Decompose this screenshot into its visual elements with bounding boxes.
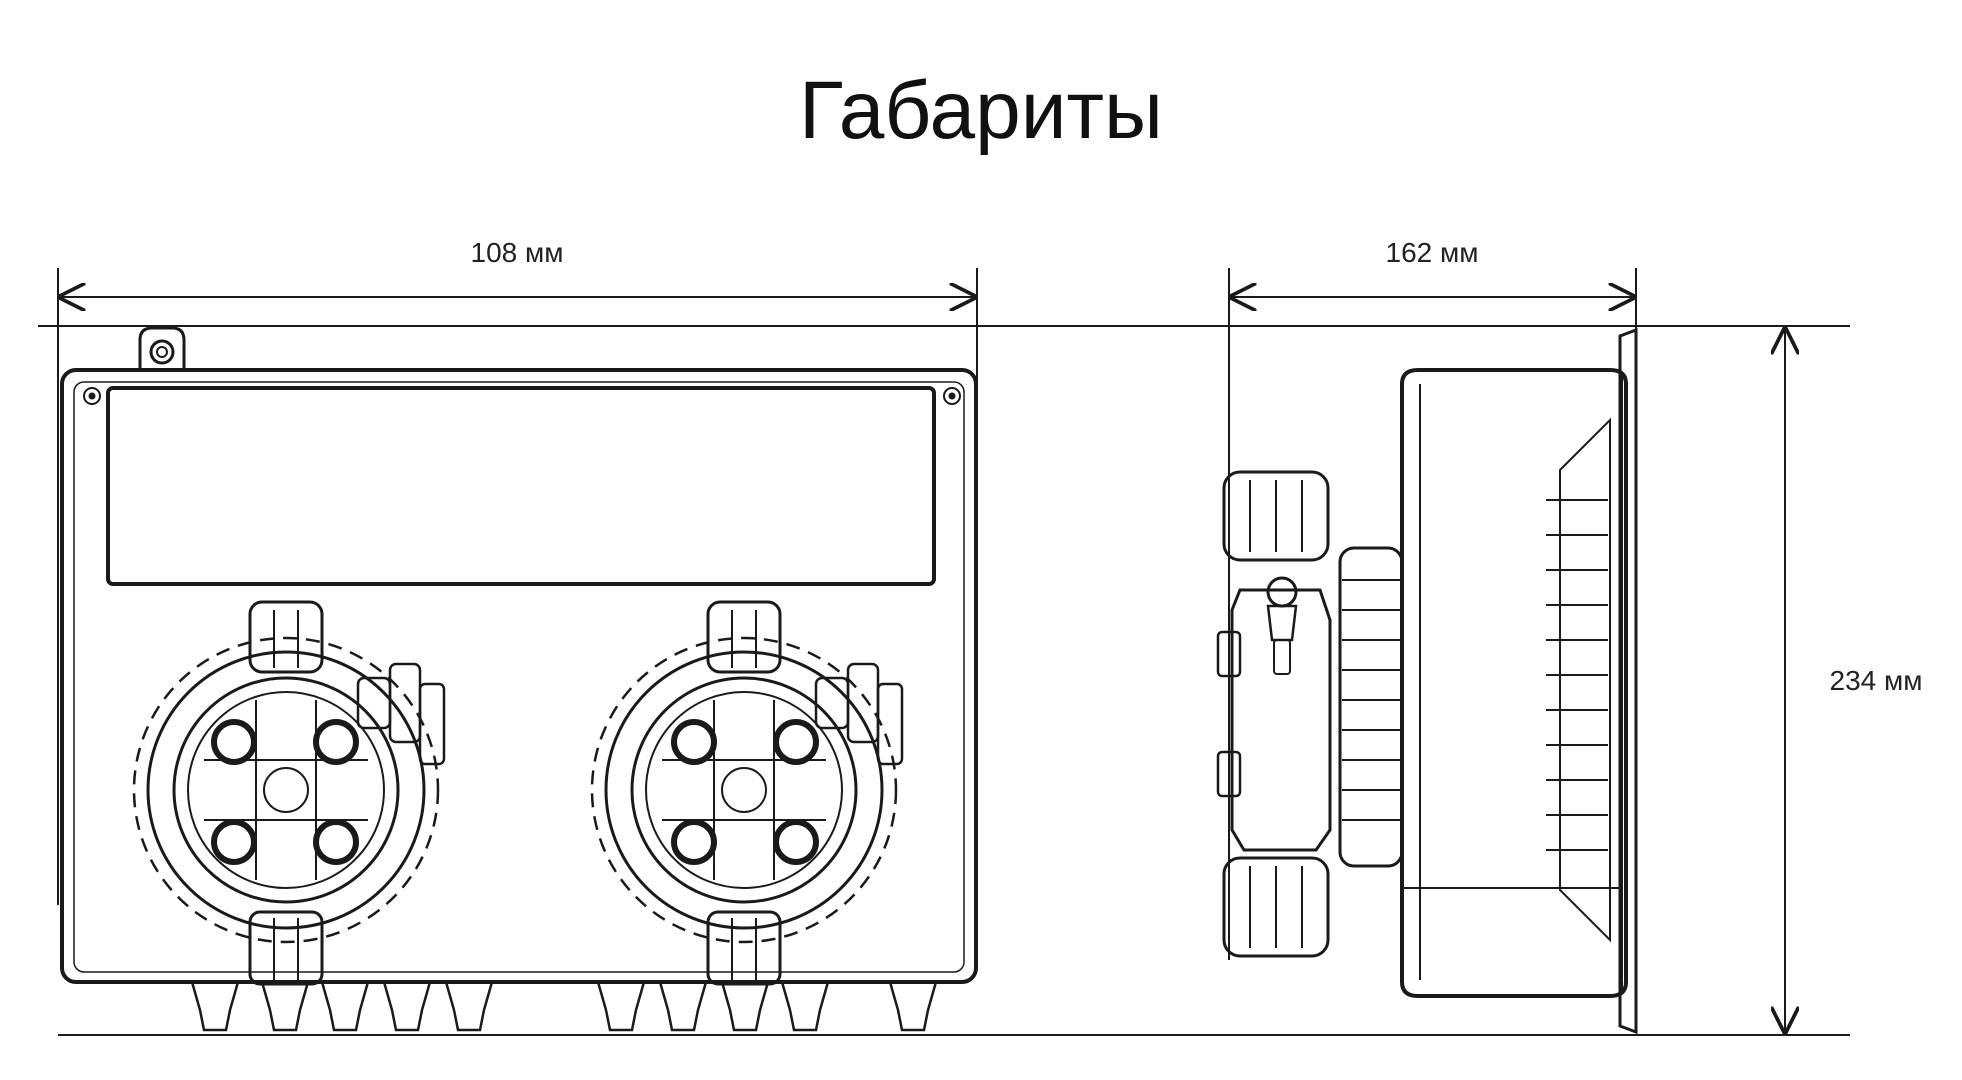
valve-knob-icon bbox=[1266, 576, 1298, 608]
screw-icon bbox=[83, 387, 101, 405]
pump-head-left bbox=[132, 600, 446, 986]
pump-head-right bbox=[590, 600, 904, 986]
side-bottom-valve bbox=[1222, 856, 1330, 958]
side-top-valve bbox=[1222, 470, 1330, 562]
depth-label: 162 мм bbox=[1386, 237, 1479, 268]
depth-dimension bbox=[1228, 268, 1637, 960]
front-view bbox=[60, 326, 978, 1032]
side-view bbox=[1216, 327, 1638, 1035]
page-title: Габариты bbox=[799, 65, 1163, 156]
reference-lines bbox=[38, 325, 1850, 1036]
height-label: 234 мм bbox=[1830, 665, 1923, 696]
side-housing bbox=[1400, 368, 1628, 998]
bottom-fittings bbox=[190, 980, 938, 1032]
screw-icon bbox=[943, 387, 961, 405]
pump-housing bbox=[60, 368, 978, 984]
width-label: 108 мм bbox=[471, 237, 564, 268]
display-panel bbox=[106, 386, 936, 586]
